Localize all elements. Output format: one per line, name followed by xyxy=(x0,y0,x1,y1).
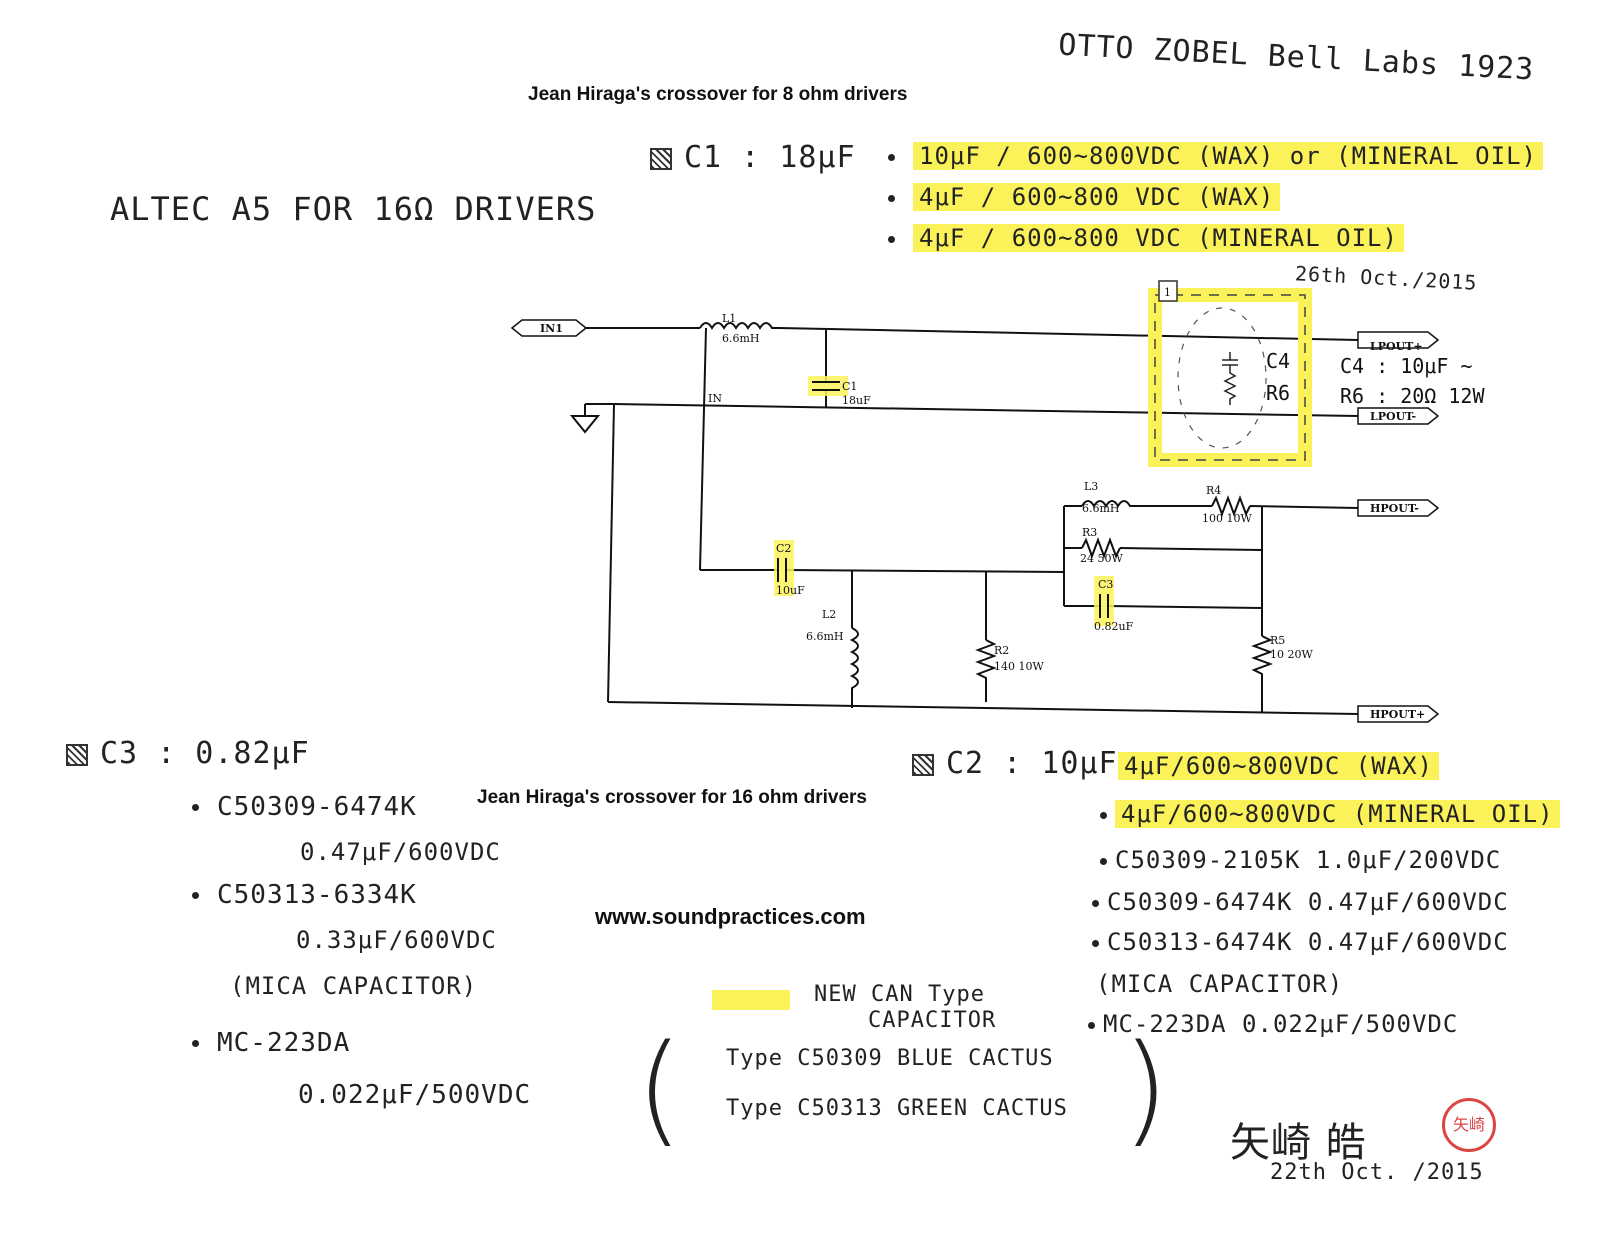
inductor-l2 xyxy=(849,627,859,708)
close-paren: ) xyxy=(1122,1020,1169,1159)
port-lpout-minus-label: LPOUT- xyxy=(1370,410,1416,423)
c3-label: C3 : 0.82μF xyxy=(66,736,310,771)
r3-name: R3 xyxy=(1082,526,1097,539)
c3-item-2-part: C50313-6334K xyxy=(192,880,417,910)
port-lpout-minus xyxy=(1357,407,1440,425)
l2-value: 6.6mH xyxy=(806,630,844,643)
c1-name: C1 xyxy=(842,380,857,393)
legend-type-2: Type C50313 GREEN CACTUS xyxy=(726,1096,1068,1121)
seal-stamp: 矢崎 xyxy=(1442,1098,1496,1152)
bullet-icon xyxy=(888,194,895,202)
l3-name: L3 xyxy=(1084,480,1098,493)
port-hpout-plus-label: HPOUT+ xyxy=(1370,708,1425,721)
bullet-icon xyxy=(1092,899,1099,907)
r2-name: R2 xyxy=(994,644,1009,657)
c2-item-2: 4μF/600~800VDC (MINERAL OIL) xyxy=(1100,800,1560,828)
r3-value: 24 50W xyxy=(1080,552,1123,565)
port-hpout-plus xyxy=(1357,705,1440,723)
signature-date: 22th Oct. /2015 xyxy=(1270,1160,1484,1185)
c4-value: C4 : 10μF ~ xyxy=(1340,354,1472,378)
c1-item-3: 4μF / 600~800 VDC (MINERAL OIL) xyxy=(888,224,1404,252)
c2-mica-note: (MICA CAPACITOR) xyxy=(1096,970,1344,998)
c4-r6-box xyxy=(1148,288,1312,467)
r6-label: R6 xyxy=(1266,381,1290,405)
c1-value: 18uF xyxy=(842,394,871,407)
port-hpout-minus xyxy=(1357,499,1440,517)
port-in1-label: IN1 xyxy=(540,322,563,335)
checkbox-icon xyxy=(912,753,934,776)
l2-name: L2 xyxy=(822,608,836,621)
bullet-icon xyxy=(888,153,895,161)
r5-name: R5 xyxy=(1270,634,1285,647)
legend-line-1: NEW CAN Type xyxy=(814,982,985,1007)
r2-value: 140 10W xyxy=(994,660,1044,673)
signature-name: 矢崎 皓 xyxy=(1230,1120,1367,1166)
title-8-ohm: Jean Hiraga's crossover for 8 ohm driver… xyxy=(528,84,908,105)
r5-value: 10 20W xyxy=(1270,648,1313,661)
box-number: 1 xyxy=(1164,286,1171,299)
r4-value: 100 10W xyxy=(1202,512,1252,525)
c2-label: C2 : 10μF xyxy=(912,746,1118,781)
c3-last-part: MC-223DA xyxy=(192,1028,350,1058)
resistor-r3 xyxy=(1081,537,1121,559)
highlight-legend-swatch xyxy=(712,990,790,1010)
checkbox-icon xyxy=(66,743,88,766)
c2-item-5: C50313-6474K 0.47μF/600VDC xyxy=(1092,928,1509,956)
altec-note: ALTEC A5 FOR 16Ω DRIVERS xyxy=(110,190,597,228)
c3-mica-note: (MICA CAPACITOR) xyxy=(230,972,478,1000)
l3-value: 6.6mH xyxy=(1082,502,1120,515)
legend-line-2: CAPACITOR xyxy=(868,1008,997,1033)
bullet-icon xyxy=(192,1040,199,1047)
legend-type-1: Type C50309 BLUE CACTUS xyxy=(726,1046,1054,1071)
r4-name: R4 xyxy=(1206,484,1221,497)
bullet-icon xyxy=(1100,857,1107,865)
r6-value: R6 : 20Ω 12W xyxy=(1340,384,1485,408)
bullet-icon xyxy=(888,235,895,243)
port-lpout-plus xyxy=(1357,331,1440,349)
l1-name: L1 xyxy=(722,312,736,325)
c2-item-4: C50309-6474K 0.47μF/600VDC xyxy=(1092,888,1509,916)
inductor-l1 xyxy=(699,322,779,330)
c2-last-item: MC-223DA 0.022μF/500VDC xyxy=(1088,1010,1458,1038)
c2-item-1: 4μF/600~800VDC (WAX) xyxy=(1118,752,1439,780)
c1-item-1: 10μF / 600~800VDC (WAX) or (MINERAL OIL) xyxy=(888,142,1543,170)
resistor-r5 xyxy=(1251,635,1273,712)
c1-label: C1 : 18μF xyxy=(650,140,856,175)
title-16-ohm: Jean Hiraga's crossover for 16 ohm drive… xyxy=(477,787,867,808)
inductor-l3 xyxy=(1081,500,1150,508)
c3-value: 0.82uF xyxy=(1094,620,1134,633)
bullet-icon xyxy=(1088,1021,1095,1029)
resistor-r2 xyxy=(975,639,997,702)
l1-value: 6.6mH xyxy=(722,332,760,345)
ground-icon xyxy=(569,415,601,434)
c3-last-value: 0.022μF/500VDC xyxy=(298,1080,532,1110)
bullet-icon xyxy=(1092,939,1099,947)
bullet-icon xyxy=(192,892,199,899)
c3-item-2-value: 0.33μF/600VDC xyxy=(296,926,497,954)
c2-name: C2 xyxy=(776,542,791,555)
port-in1 xyxy=(510,319,588,337)
c4-label: C4 xyxy=(1266,349,1290,373)
port-hpout-minus-label: HPOUT- xyxy=(1370,502,1419,515)
c3-item-1-value: 0.47μF/600VDC xyxy=(300,838,501,866)
port-lpout-plus-label: LPOUT+ xyxy=(1370,340,1423,353)
bullet-icon xyxy=(192,804,199,811)
checkbox-icon xyxy=(650,147,672,170)
c3-name: C3 xyxy=(1098,578,1113,591)
c3-item-1-part: C50309-6474K xyxy=(192,792,417,822)
bullet-icon xyxy=(1100,811,1107,819)
open-paren: ( xyxy=(636,1020,683,1159)
resistor-r4 xyxy=(1211,495,1251,517)
c1-item-2: 4μF / 600~800 VDC (WAX) xyxy=(888,183,1281,211)
c2-item-3: C50309-2105K 1.0μF/200VDC xyxy=(1100,846,1501,874)
website-url: www.soundpractices.com xyxy=(595,904,866,929)
net-in-label: IN xyxy=(708,392,722,405)
c2-value: 10uF xyxy=(776,584,805,597)
